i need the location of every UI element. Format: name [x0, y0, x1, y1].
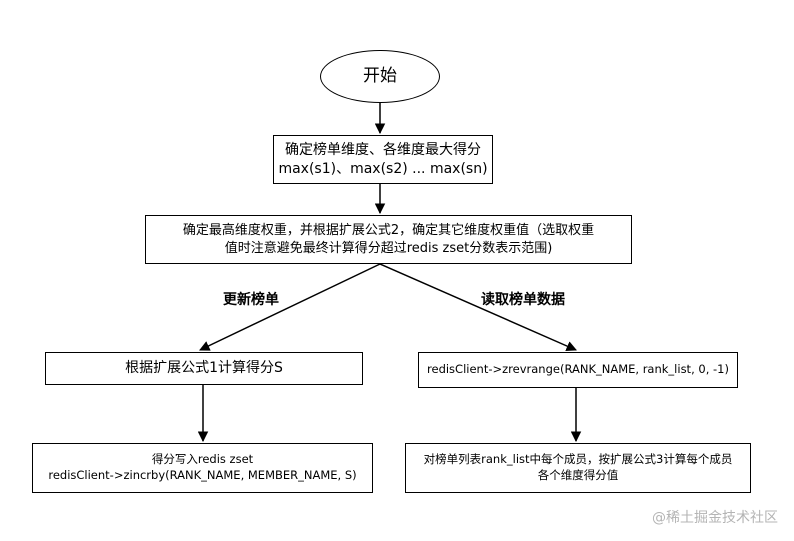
left1-label: 根据扩展公式1计算得分S — [125, 360, 283, 377]
step1-line1: 确定榜单维度、各维度最大得分 — [285, 141, 481, 158]
edge-step2-to-left1 — [199, 263, 381, 351]
start-node-label: 开始 — [363, 66, 397, 87]
step2-line2: 值时注意避免最终计算得分超过redis zset分数表示范围) — [224, 240, 553, 256]
left1-node: 根据扩展公式1计算得分S — [45, 352, 363, 385]
edge-label-update: 更新榜单 — [223, 292, 279, 308]
right1-node: redisClient->zrevrange(RANK_NAME, rank_l… — [418, 352, 738, 388]
right1-label: redisClient->zrevrange(RANK_NAME, rank_l… — [427, 362, 729, 377]
step1-line2: max(s1)、max(s2) ... max(sn) — [278, 160, 488, 177]
left2-node: 得分写入redis zset redisClient->zincrby(RANK… — [32, 443, 373, 493]
left2-line1: 得分写入redis zset — [151, 452, 254, 467]
left2-line2: redisClient->zincrby(RANK_NAME, MEMBER_N… — [48, 468, 357, 482]
edge-step2-to-right1 — [379, 263, 577, 352]
step1-node: 确定榜单维度、各维度最大得分 max(s1)、max(s2) ... max(s… — [273, 135, 493, 184]
right2-line2: 各个维度得分值 — [537, 468, 619, 482]
step2-line1: 确定最高维度权重，并根据扩展公式2，确定其它维度权重值（选取权重 — [182, 222, 595, 238]
step2-node: 确定最高维度权重，并根据扩展公式2，确定其它维度权重值（选取权重 值时注意避免最… — [145, 215, 632, 264]
watermark: @稀土掘金技术社区 — [652, 510, 778, 526]
right2-node: 对榜单列表rank_list中每个成员，按扩展公式3计算每个成员 各个维度得分值 — [405, 443, 751, 493]
edge-label-read: 读取榜单数据 — [481, 292, 565, 308]
start-node: 开始 — [320, 50, 440, 103]
right2-line1: 对榜单列表rank_list中每个成员，按扩展公式3计算每个成员 — [423, 452, 733, 467]
